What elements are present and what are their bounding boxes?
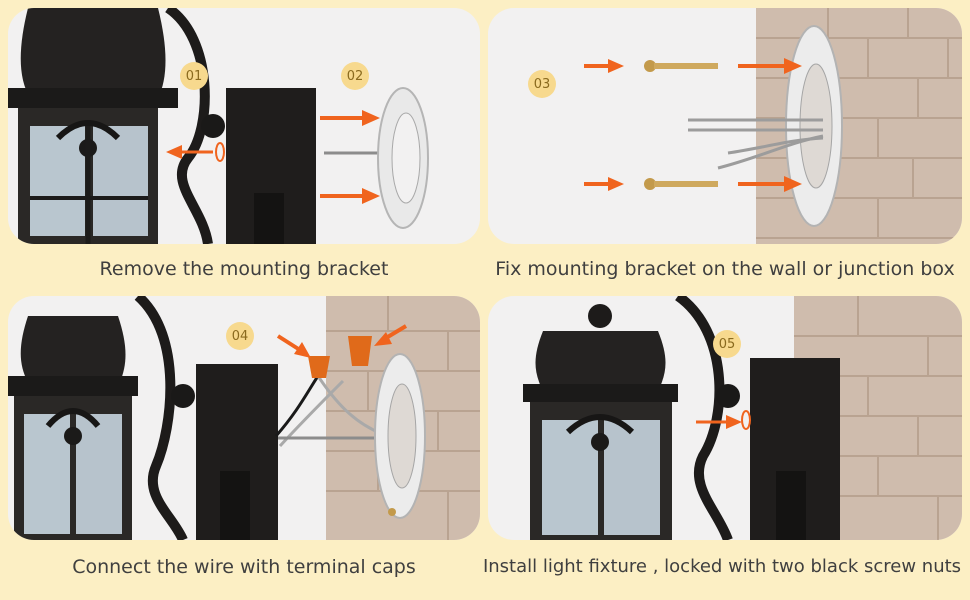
arrow-cap-right bbox=[374, 324, 408, 346]
step-badge-2: 02 bbox=[341, 62, 369, 90]
lantern-fixture bbox=[8, 8, 178, 244]
screw-bottom bbox=[644, 178, 718, 190]
arrow-right-bottom bbox=[320, 188, 380, 204]
screw-knob bbox=[171, 384, 195, 408]
fixture-arm bbox=[164, 8, 213, 244]
terminal-cap-right bbox=[348, 336, 372, 366]
mounting-bracket bbox=[377, 87, 429, 229]
arrow-right-top bbox=[320, 110, 380, 126]
step-1-illustration bbox=[8, 8, 429, 244]
terminal-cap-left bbox=[308, 356, 330, 378]
arrow-left bbox=[166, 145, 213, 159]
step-2-illustration bbox=[584, 8, 962, 244]
step-panel-4: 05 bbox=[488, 296, 962, 540]
lantern-fixture bbox=[523, 304, 678, 540]
step-4-caption: Connect the wire with terminal caps bbox=[72, 556, 416, 578]
fixture-arm bbox=[134, 296, 188, 540]
junction-wires bbox=[688, 118, 824, 170]
screw-top bbox=[644, 60, 718, 72]
step-3-caption: Fix mounting bracket on the wall or junc… bbox=[495, 258, 955, 280]
step-badge-1: 01 bbox=[180, 62, 208, 90]
step-panel-3: 04 bbox=[8, 296, 480, 540]
screw-knob bbox=[716, 384, 740, 408]
step-1-caption: Remove the mounting bracket bbox=[99, 258, 389, 280]
step-panel-2: 03 bbox=[488, 8, 962, 244]
lantern-fixture bbox=[8, 316, 138, 540]
step-panel-1: 01 02 bbox=[8, 8, 480, 244]
arrow-cap-left bbox=[276, 334, 311, 358]
step-5-illustration bbox=[523, 296, 962, 540]
nut-highlight bbox=[215, 142, 225, 162]
arrow-install bbox=[696, 415, 742, 429]
mounting-bracket bbox=[374, 353, 426, 519]
step-badge-4: 04 bbox=[226, 322, 254, 350]
screw-knob bbox=[201, 114, 225, 138]
nut-highlight bbox=[741, 410, 751, 430]
step-4-illustration bbox=[8, 296, 480, 540]
step-5-caption: Install light fixture , locked with two … bbox=[482, 556, 962, 577]
wall-bracket bbox=[785, 25, 843, 227]
fixture-arm bbox=[674, 296, 733, 540]
step-badge-3: 03 bbox=[528, 70, 556, 98]
step-badge-5: 05 bbox=[713, 330, 741, 358]
